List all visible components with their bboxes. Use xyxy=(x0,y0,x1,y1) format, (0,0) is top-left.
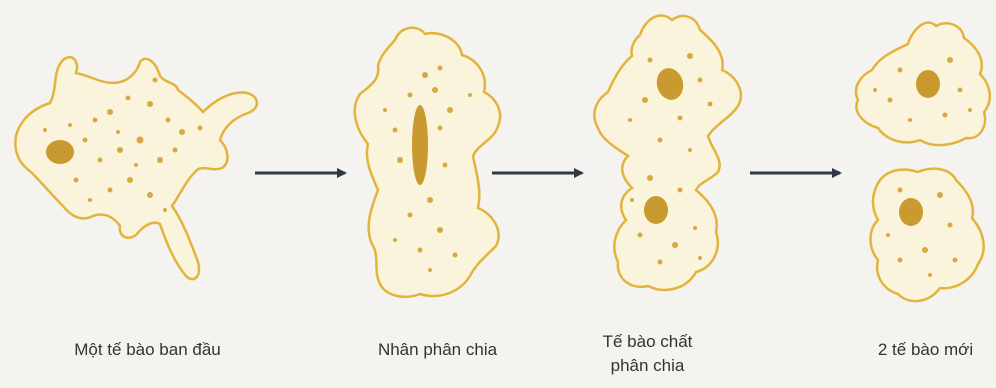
stage-4-two-new-cells xyxy=(856,23,990,301)
caption-stage-1: Một tế bào ban đầu xyxy=(45,338,250,362)
nucleus-bottom xyxy=(899,198,923,226)
cell-membrane xyxy=(15,57,257,279)
nucleus-top xyxy=(916,70,940,98)
stage-1-original-cell xyxy=(15,57,257,279)
caption-stage-3: Tế bào chất phân chia xyxy=(575,330,720,378)
stage-3-cytoplasm-dividing xyxy=(594,16,740,290)
nucleus-lower xyxy=(644,196,668,224)
elongated-nucleus xyxy=(412,105,428,185)
caption-stage-2: Nhân phân chia xyxy=(355,338,520,362)
cell-membrane xyxy=(355,28,500,297)
cell-membrane xyxy=(594,16,740,290)
caption-stage-4: 2 tế bào mới xyxy=(858,338,993,362)
stage-2-nucleus-dividing xyxy=(355,28,500,297)
nucleus xyxy=(46,140,74,164)
